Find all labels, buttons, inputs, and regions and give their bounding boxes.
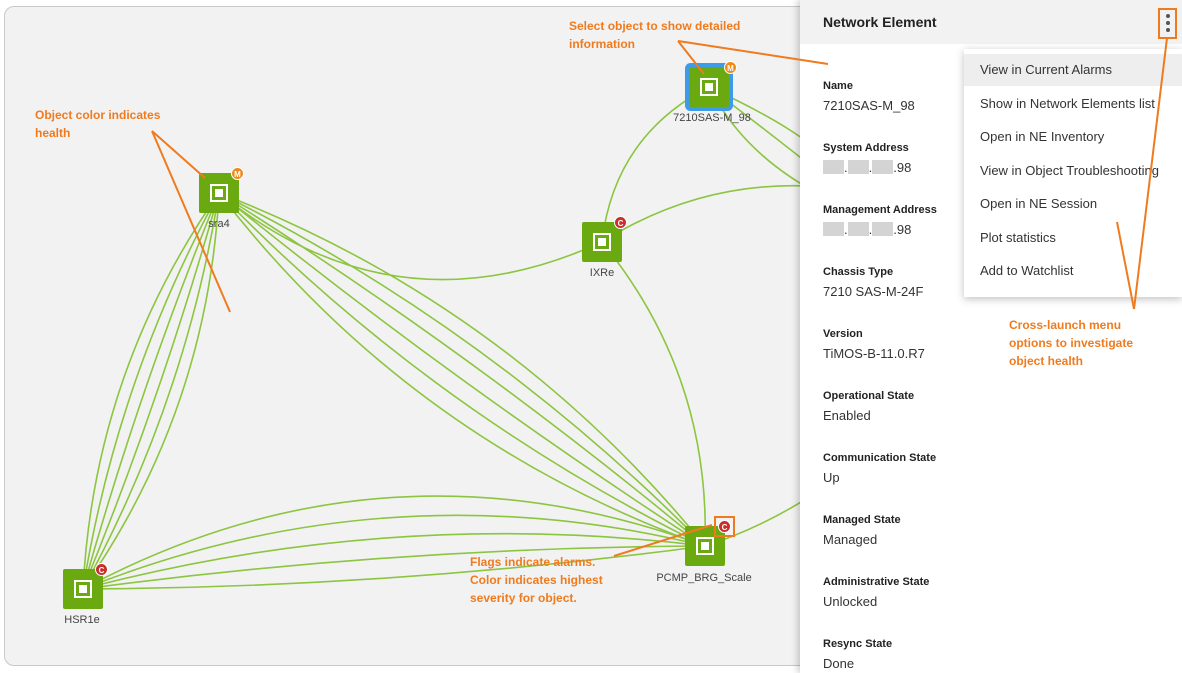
field-value: Enabled [823,408,871,423]
redacted-octet [847,160,869,174]
field-management-address: Management Address ...98 [823,204,937,237]
panel-header: Network Element [800,0,1182,44]
field-label: System Address [823,142,909,154]
network-link[interactable] [218,192,706,547]
major-alarm-flag-icon: M [231,167,244,180]
critical-alarm-flag-icon: C [614,216,627,229]
field-value: ...98 [823,160,911,175]
redacted-octet [847,222,869,236]
menu-item-add-to-watchlist[interactable]: Add to Watchlist [980,263,1074,278]
network-link[interactable] [82,495,706,590]
more-vertical-icon[interactable] [1158,8,1177,39]
field-system-address: System Address ...98 [823,142,911,175]
node-label: sra4 [208,218,230,230]
field-managed-state: Managed State Managed [823,514,901,547]
menu-item-view-object-troubleshooting[interactable]: View in Object Troubleshooting [980,163,1159,178]
network-link[interactable] [82,192,220,590]
network-link[interactable] [82,192,220,590]
menu-item-view-current-alarms[interactable]: View in Current Alarms [964,54,1182,86]
field-value: TiMOS-B-11.0.R7 [823,346,925,361]
flag-highlight-box [714,516,735,537]
field-value: 7210 SAS-M-24F [823,284,924,299]
redacted-octet [872,222,894,236]
field-value: 7210SAS-M_98 [823,98,915,113]
network-link[interactable] [218,192,603,281]
node-label: HSR1e [64,614,100,626]
node-7210sas-m-98[interactable] [689,67,729,107]
field-label: Management Address [823,204,937,216]
address-suffix: .98 [893,222,912,237]
menu-item-plot-statistics[interactable]: Plot statistics [980,230,1056,245]
field-label: Chassis Type [823,266,894,278]
node-label: IXRe [589,267,615,279]
field-value: Managed [823,532,878,547]
field-value: Up [823,470,840,485]
node-sra4[interactable] [199,173,239,213]
menu-item-open-ne-session[interactable]: Open in NE Session [980,196,1098,211]
node-ixre[interactable] [582,222,622,262]
field-label: Managed State [823,514,901,526]
annotation-flags: Flags indicate alarms. Color indicates h… [470,555,603,605]
network-link[interactable] [218,192,706,547]
network-link[interactable] [218,192,706,547]
field-resync-state: Resync State Done [823,638,892,671]
field-chassis-type: Chassis Type 7210 SAS-M-24F [823,266,923,299]
network-link[interactable] [601,241,707,547]
redacted-octet [823,222,844,236]
network-link[interactable] [82,192,220,590]
network-link[interactable] [218,192,706,547]
node-label: PCMP_BRG_Scale [656,572,752,584]
field-value: Done [823,656,855,671]
field-label: Operational State [823,390,915,402]
node-hsr1e[interactable] [63,569,103,609]
network-link[interactable] [601,184,824,243]
network-element-panel: Network Element Name 7210SAS-M_98 System… [800,0,1182,673]
node-label: 7210SAS-M_98 [673,112,751,124]
network-link[interactable] [82,192,220,590]
field-value: ...98 [823,222,937,237]
network-link[interactable] [601,86,710,243]
field-administrative-state: Administrative State Unlocked [823,576,929,609]
critical-alarm-flag-icon: C [95,563,108,576]
field-operational-state: Operational State Enabled [823,390,914,423]
topology-map[interactable]: M 7210SAS-M_98 M sra4 C IXRe C PCMP_BRG_… [4,6,824,666]
menu-item-open-ne-inventory[interactable]: Open in NE Inventory [980,129,1105,144]
field-name: Name 7210SAS-M_98 [823,80,915,113]
annotation-cross-launch-menu: Cross-launch menu options to investigate… [1009,318,1134,368]
field-label: Communication State [823,452,937,464]
annotation-object-color: Object color indicates health [35,108,161,140]
annotation-select-object: Select object to show detailed informati… [569,19,741,51]
critical-alarm-flag-icon: C [718,520,731,533]
field-label: Version [823,328,863,340]
redacted-octet [872,160,894,174]
menu-item-show-network-elements[interactable]: Show in Network Elements list [980,96,1155,111]
panel-title: Network Element [823,14,937,30]
address-suffix: .98 [893,160,912,175]
field-communication-state: Communication State Up [823,452,936,485]
field-label: Resync State [823,638,893,650]
field-label: Name [823,80,853,92]
field-version: Version TiMOS-B-11.0.R7 [823,328,925,361]
field-label: Administrative State [823,576,930,588]
cross-launch-menu: View in Current Alarms Show in Network E… [964,49,1182,297]
network-link[interactable] [218,192,706,547]
redacted-octet [823,160,844,174]
field-value: Unlocked [823,594,878,609]
major-alarm-flag-icon: M [724,61,737,74]
network-link[interactable] [82,192,220,590]
network-link[interactable] [82,192,220,590]
network-link[interactable] [82,532,706,590]
network-link[interactable] [218,192,706,547]
